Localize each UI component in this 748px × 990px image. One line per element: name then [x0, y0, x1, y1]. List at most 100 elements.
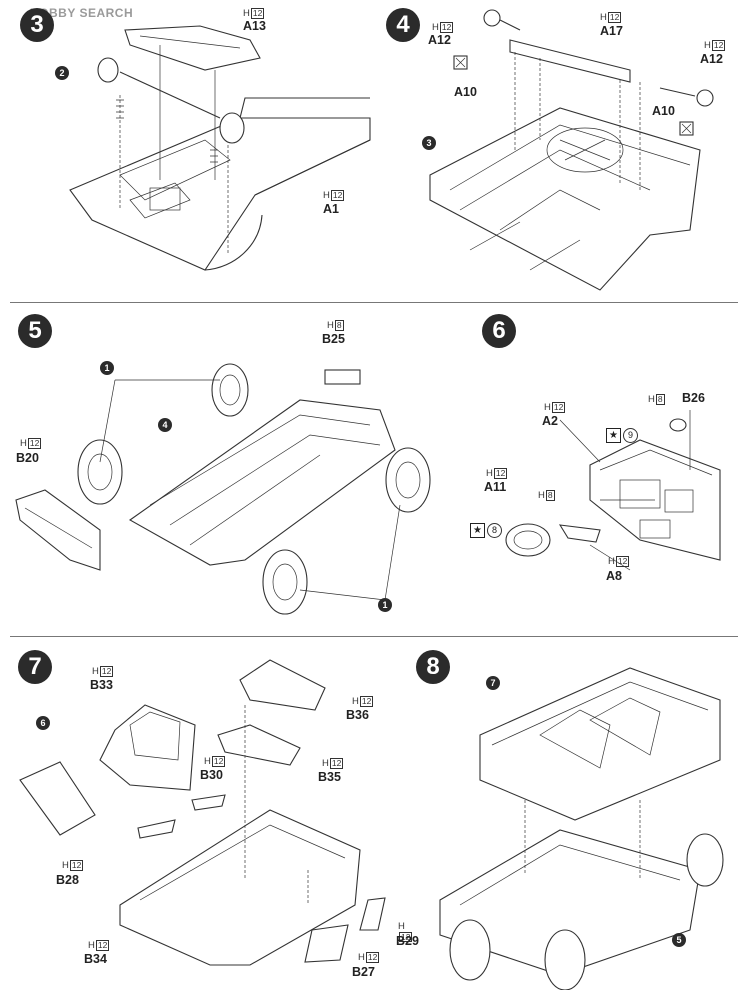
material-size: 12	[329, 758, 344, 769]
step-7-subassembly-ref: 6	[36, 716, 50, 730]
divider-bottom	[10, 636, 738, 637]
material-size: 8	[655, 394, 665, 405]
material-code: H	[322, 758, 329, 769]
part-b20-label: B20	[16, 451, 39, 465]
material-size: 12	[493, 468, 508, 479]
part-b29-material: H12	[398, 921, 413, 942]
material-size: 12	[365, 952, 380, 963]
material-code: H	[204, 756, 211, 767]
part-b33-label: B33	[90, 678, 113, 692]
step-5-badge: 5	[18, 314, 52, 348]
part-b36-label: B36	[346, 708, 369, 722]
material-code: H	[88, 940, 95, 951]
material-size: 12	[399, 931, 413, 942]
step3-chassis-drawing	[69, 25, 371, 271]
material-size: 12	[69, 860, 84, 871]
star-mark-icon: ★	[470, 523, 485, 538]
step7-interior-drawing	[19, 659, 386, 966]
material-size: 12	[551, 402, 566, 413]
step-6-badge: 6	[482, 314, 516, 348]
material-code: H	[243, 8, 250, 19]
step-4-badge: 4	[386, 8, 420, 42]
material-code: H	[648, 394, 655, 405]
part-a11-label: A11	[484, 480, 507, 494]
step-3-badge: 3	[20, 8, 54, 42]
material-size: 12	[439, 22, 454, 33]
step6-dashboard-drawing	[505, 410, 721, 571]
material-code: H	[538, 490, 545, 501]
step-7-badge: 7	[18, 650, 52, 684]
material-size: 12	[330, 190, 345, 201]
part-a10-left-label: A10	[454, 85, 477, 99]
step-5-chassis-ref: 4	[158, 418, 172, 432]
paint-ref-8: 8	[487, 523, 502, 538]
material-code: H	[358, 952, 365, 963]
step-8-badge: 8	[416, 650, 450, 684]
part-a17-label: A17	[600, 24, 623, 38]
step-8-chassis-ref: 5	[672, 933, 686, 947]
step-5-wheel-ref-bottom: 1	[378, 598, 392, 612]
part-b35-label: B35	[318, 770, 341, 784]
material-size: 12	[607, 12, 622, 23]
material-code: H	[62, 860, 69, 871]
material-code: H	[92, 666, 99, 677]
part-b34-label: B34	[84, 952, 107, 966]
part-a8-label: A8	[606, 569, 622, 583]
part-b26-label: B26	[682, 391, 705, 405]
part-a10-right-label: A10	[652, 104, 675, 118]
part-a13-label: A13	[243, 19, 266, 33]
part-b27-label: B27	[352, 965, 375, 979]
material-code: H	[327, 320, 334, 331]
part-b30-label: B30	[200, 768, 223, 782]
material-code: H	[398, 921, 405, 932]
part-b28-label: B28	[56, 873, 79, 887]
step-3-subassembly-ref: 2	[55, 66, 69, 80]
divider-top	[10, 302, 738, 303]
material-size: 12	[95, 940, 110, 951]
material-size: 12	[250, 8, 265, 19]
material-size: 8	[545, 490, 555, 501]
part-a2-label: A2	[542, 414, 558, 428]
star-mark-icon: ★	[606, 428, 621, 443]
material-code: H	[323, 190, 330, 201]
part-a12-right-label: A12	[700, 52, 723, 66]
material-code: H	[432, 22, 439, 33]
material-code: H	[608, 556, 615, 567]
material-code: H	[600, 12, 607, 23]
material-code: H	[352, 696, 359, 707]
material-size: 8	[334, 320, 344, 331]
material-size: 12	[359, 696, 374, 707]
material-code: H	[20, 438, 27, 449]
material-size: 12	[615, 556, 630, 567]
part-b29-label: B29	[396, 934, 419, 948]
step4-chassis-drawing	[429, 9, 714, 291]
part-b25-label: B25	[322, 332, 345, 346]
step8-assembly-drawing	[439, 667, 724, 990]
material-code: H	[704, 40, 711, 51]
step-5-wheel-ref-top: 1	[100, 361, 114, 375]
material-size: 12	[99, 666, 114, 677]
watermark-logo: HOBBY SEARCH	[30, 6, 134, 20]
